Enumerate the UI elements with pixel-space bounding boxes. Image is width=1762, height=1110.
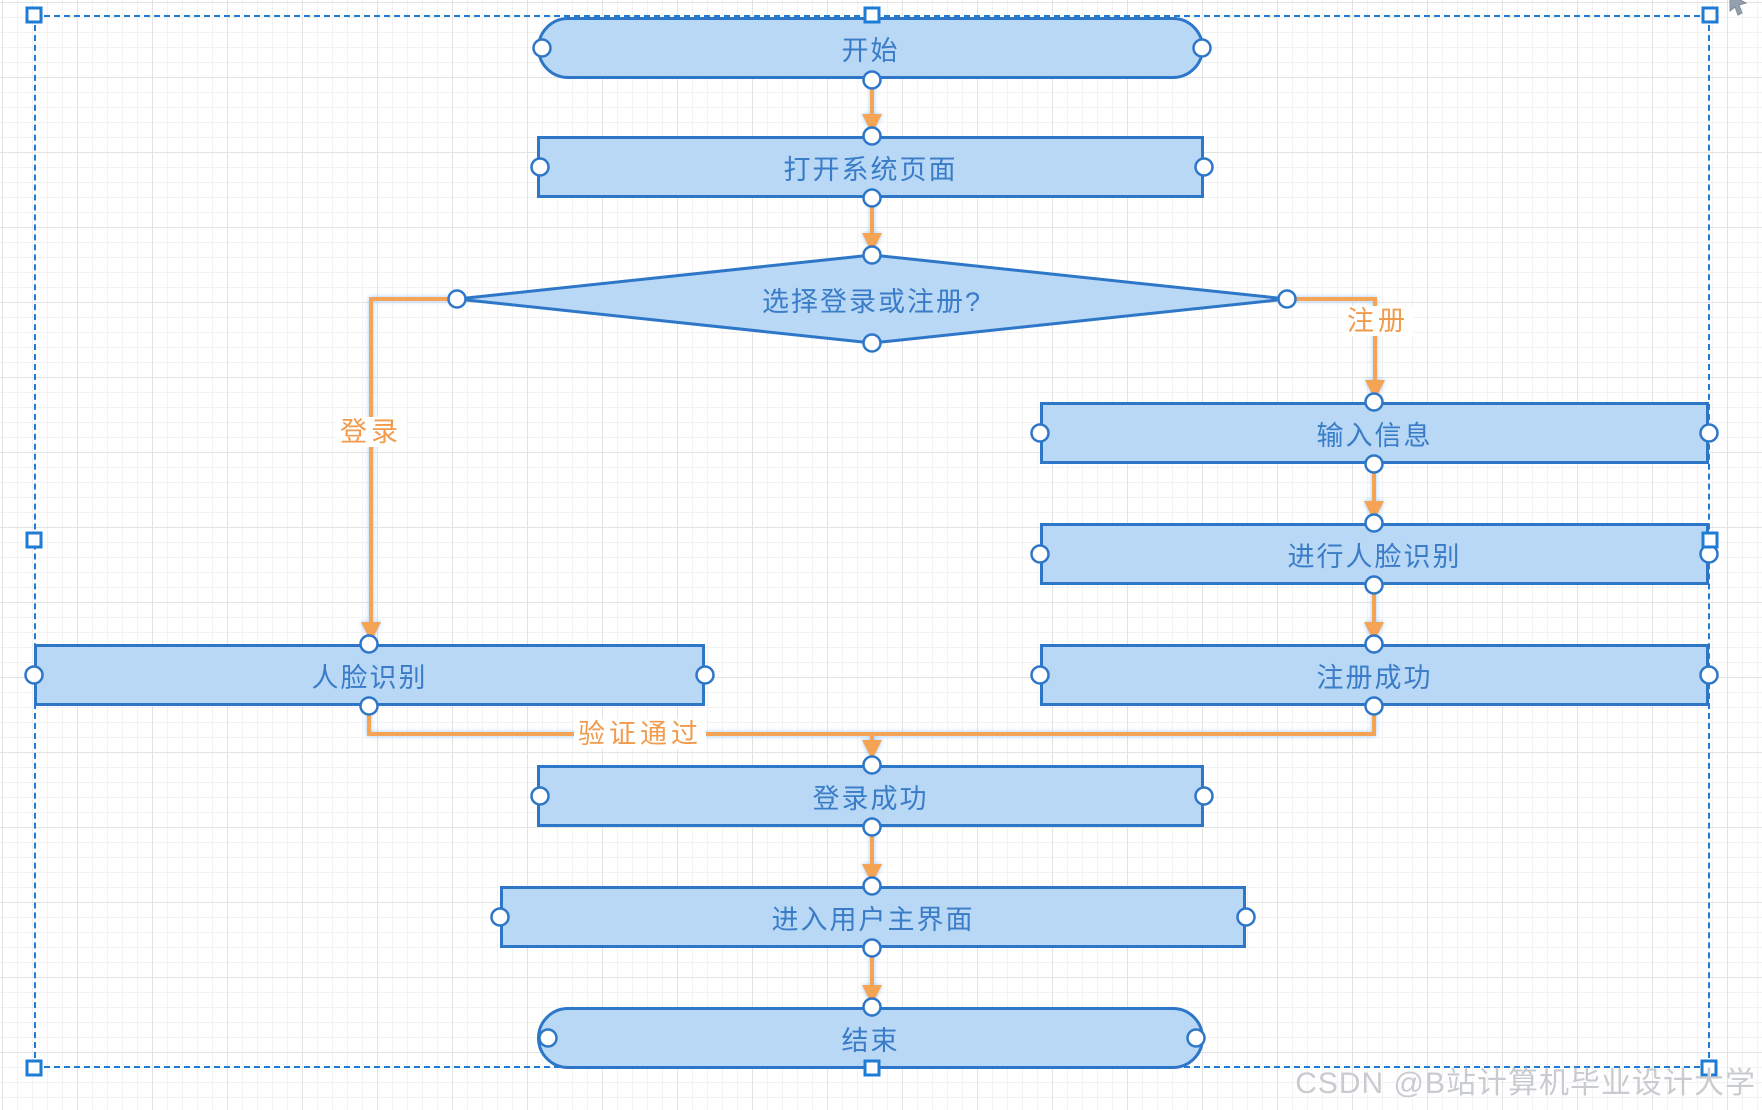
node-start[interactable]: 开始	[537, 17, 1204, 79]
resize-handle-bottom-right[interactable]	[1700, 1059, 1718, 1077]
node-login-success[interactable]: 登录成功	[537, 765, 1204, 827]
edge-label-verification-passed[interactable]: 验证通过	[574, 719, 706, 749]
node-input-info-label: 输入信息	[1316, 420, 1433, 451]
resize-handle-top-right[interactable]	[1701, 6, 1719, 24]
node-perform-face-recognition-label: 进行人脸识别	[1287, 541, 1462, 572]
edge-label-register[interactable]: 注册	[1343, 306, 1413, 336]
edge-merge-verification[interactable]	[367, 706, 1376, 736]
resize-handle-middle-left[interactable]	[25, 531, 43, 549]
watermark-text: CSDN @B站计算机毕业设计大学	[1295, 1067, 1756, 1100]
node-face-recognition-label: 人脸识别	[311, 662, 428, 693]
node-end-label: 结束	[841, 1025, 900, 1056]
mouse-cursor-icon	[1729, 0, 1748, 16]
node-open-system-page-label: 打开系统页面	[783, 154, 958, 185]
edge-decision-login-branch[interactable]	[361, 297, 457, 642]
node-enter-user-main-ui-label: 进入用户主界面	[771, 904, 975, 935]
node-enter-user-main-ui[interactable]: 进入用户主界面	[500, 886, 1246, 948]
node-start-label: 开始	[841, 35, 900, 66]
edge-decision-register-branch[interactable]	[1287, 297, 1385, 400]
resize-handle-middle-right[interactable]	[1701, 531, 1719, 549]
edge-label-login[interactable]: 登录	[336, 417, 406, 447]
resize-handle-bottom-left[interactable]	[25, 1059, 43, 1077]
resize-handle-bottom-center[interactable]	[863, 1059, 881, 1077]
node-input-info[interactable]: 输入信息	[1040, 402, 1709, 464]
node-register-success-label: 注册成功	[1316, 662, 1433, 693]
node-perform-face-recognition[interactable]: 进行人脸识别	[1040, 523, 1709, 585]
resize-handle-top-center[interactable]	[863, 6, 881, 24]
node-face-recognition[interactable]: 人脸识别	[34, 644, 705, 706]
node-open-system-page[interactable]: 打开系统页面	[537, 136, 1204, 198]
node-login-success-label: 登录成功	[812, 783, 929, 814]
resize-handle-top-left[interactable]	[25, 6, 43, 24]
node-register-success[interactable]: 注册成功	[1040, 644, 1709, 706]
